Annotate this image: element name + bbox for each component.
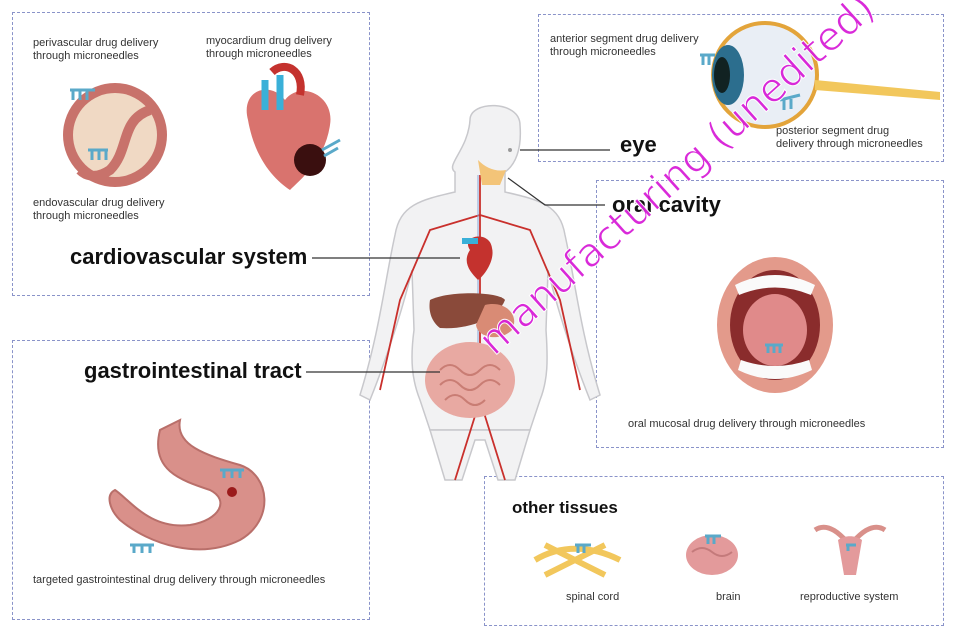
gi-targeted-label: targeted gastrointestinal drug delivery … [33, 574, 325, 587]
gastrointestinal-tract-title: gastrointestinal tract [84, 358, 302, 384]
myocardium-label: myocardium drug delivery through microne… [206, 35, 332, 61]
stomach-illustration [110, 420, 265, 553]
anterior-segment-label: anterior segment drug delivery through m… [550, 33, 699, 59]
brain-illustration [686, 535, 738, 575]
perivascular-label: perivascular drug delivery through micro… [33, 37, 158, 63]
endovascular-label: endovascular drug delivery through micro… [33, 197, 164, 223]
reproductive-system-label: reproductive system [800, 591, 898, 604]
anatomy-illustrations [0, 0, 970, 609]
posterior-segment-label: posterior segment drug delivery through … [776, 125, 923, 151]
eye-title: eye [620, 132, 657, 158]
spinal-cord-illustration [535, 545, 620, 575]
mouth-illustration [717, 257, 833, 393]
other-tissues-title: other tissues [512, 498, 618, 518]
spinal-cord-label: spinal cord [566, 591, 619, 604]
cardiovascular-system-title: cardiovascular system [70, 244, 307, 270]
vessel-cross-section [63, 83, 167, 187]
oral-mucosal-label: oral mucosal drug delivery through micro… [628, 418, 865, 431]
heart-illustration [247, 67, 340, 190]
reproductive-illustration [815, 527, 885, 575]
brain-label: brain [716, 591, 740, 604]
